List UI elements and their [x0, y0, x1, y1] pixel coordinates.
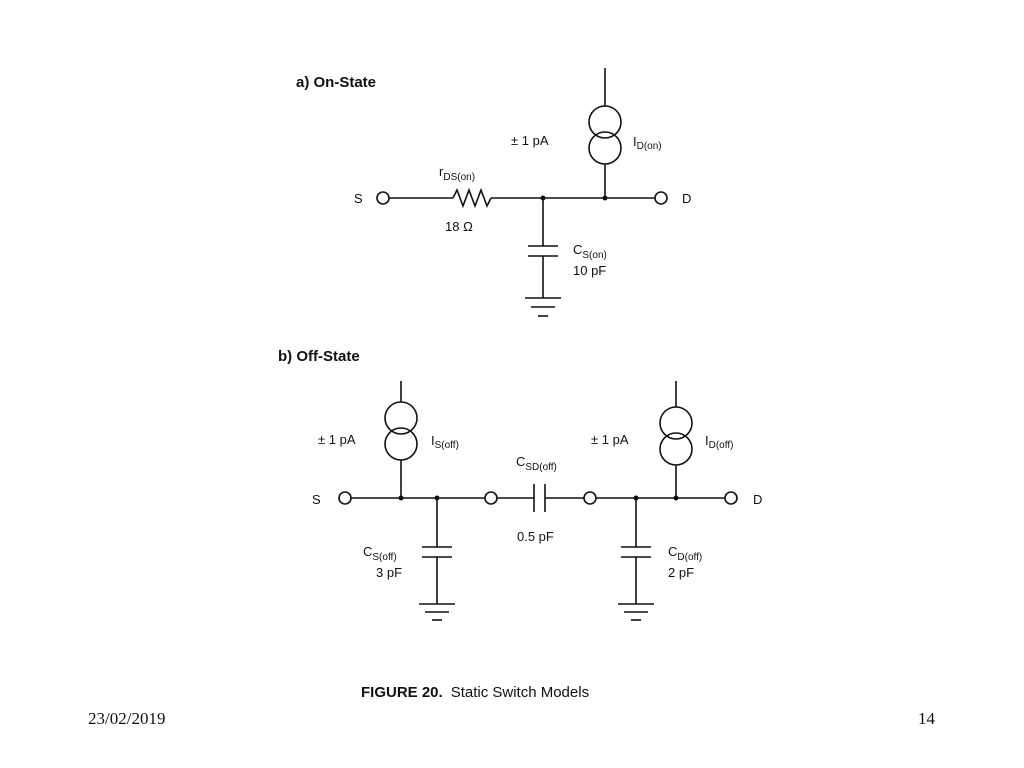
off-terminal-s-label: S [312, 492, 321, 507]
slide-date: 23/02/2019 [88, 709, 166, 728]
cap-cs-on-label: CS(on) [573, 242, 607, 261]
cap-cs-on-value: 10 pF [573, 263, 606, 278]
source-id-on-leak: ± 1 pA [511, 133, 549, 148]
resistor-rds-on [452, 187, 492, 209]
current-source-id-on [588, 68, 622, 198]
resistor-label: rDS(on) [439, 164, 475, 183]
off-node-csd-right [583, 491, 597, 505]
ground-cd-off [618, 603, 654, 621]
ground-on [525, 297, 561, 317]
slide-page-number: 14 [918, 709, 935, 728]
off-node-csd-left [484, 491, 498, 505]
resistor-value: 18 Ω [445, 219, 473, 234]
on-terminal-d-label: D [682, 191, 691, 206]
cap-csd-label: CSD(off) [516, 454, 557, 473]
off-state-heading: b) Off-State [278, 348, 360, 365]
capacitor-cd-off [621, 498, 651, 604]
current-source-id-off [659, 381, 693, 498]
capacitor-cs-off [422, 498, 452, 604]
on-state-heading: a) On-State [296, 74, 376, 91]
figure-caption: FIGURE 20. Static Switch Models [361, 684, 589, 701]
source-is-off-leak: ± 1 pA [318, 432, 356, 447]
off-terminal-d-label: D [753, 492, 762, 507]
source-id-off-label: ID(off) [705, 433, 733, 451]
on-terminal-d [654, 191, 668, 205]
source-id-on-label: ID(on) [633, 134, 662, 152]
on-terminal-s [376, 191, 390, 205]
figure-title: Static Switch Models [451, 684, 589, 701]
cap-cd-off-value: 2 pF [668, 565, 694, 580]
cap-cd-off-label: CD(off) [668, 544, 702, 563]
capacitor-cs-on [528, 198, 558, 298]
off-terminal-s [338, 491, 352, 505]
on-state-section: a) On-State S D rDS(on) 18 Ω ± 1 pA ID(o… [296, 68, 691, 317]
off-terminal-d [724, 491, 738, 505]
on-terminal-s-label: S [354, 191, 363, 206]
ground-cs-off [419, 603, 455, 621]
source-is-off-label: IS(off) [431, 433, 459, 451]
figure-number: FIGURE 20. [361, 684, 443, 701]
cap-csd-value: 0.5 pF [517, 529, 554, 544]
source-id-off-leak: ± 1 pA [591, 432, 629, 447]
cap-cs-off-value: 3 pF [376, 565, 402, 580]
cap-cs-off-label: CS(off) [363, 544, 397, 563]
current-source-is-off [384, 381, 418, 498]
off-state-section: b) Off-State S D CSD(off) 0.5 pF ± 1 pA [278, 348, 762, 621]
